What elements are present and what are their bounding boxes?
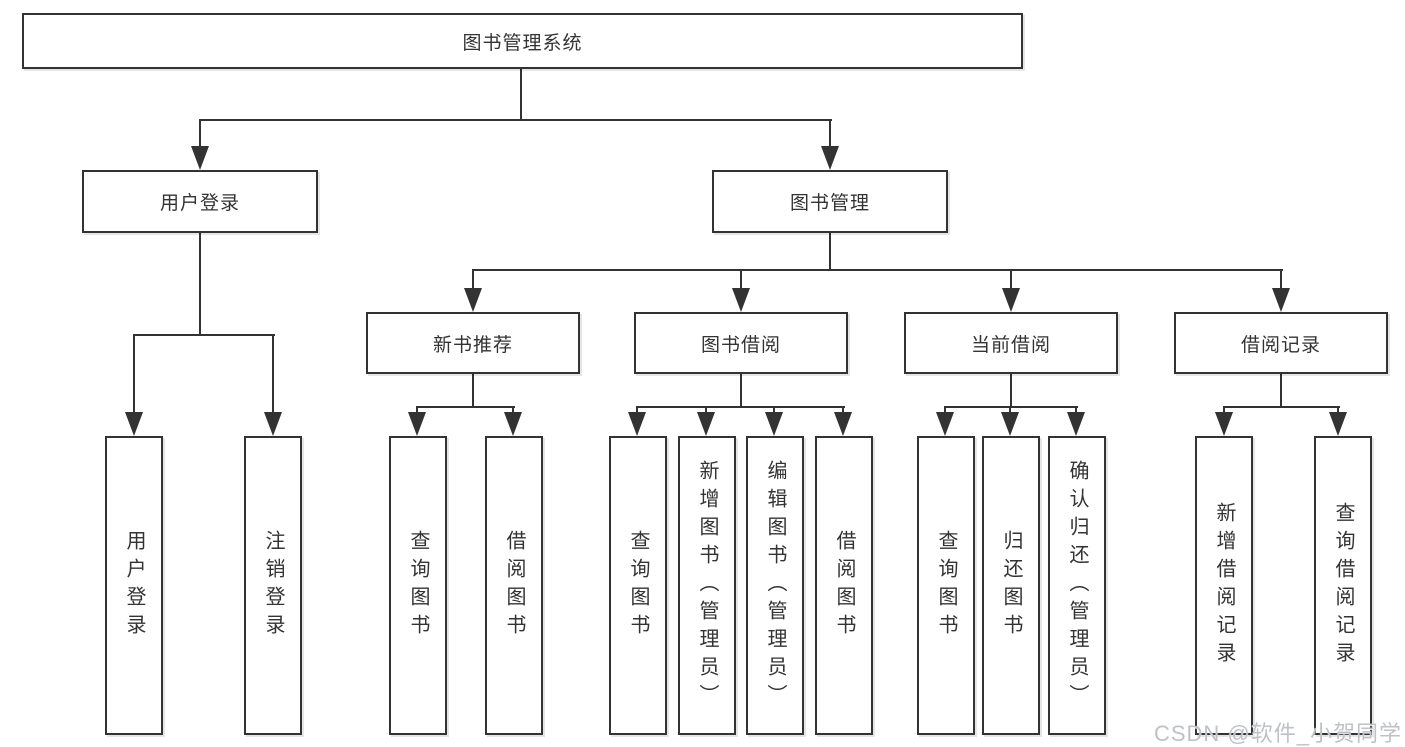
node-user-login: 用户登录 <box>82 170 318 233</box>
arrow-down-icon <box>732 288 750 312</box>
connector-user-login-stem <box>199 233 201 335</box>
leaf-label: 新增借阅记录 <box>1213 501 1235 670</box>
leaf-edit-books-admin: 编辑图书（管理员） <box>746 436 804 735</box>
leaf-logout: 注销登录 <box>244 436 302 735</box>
arrow-down-icon <box>264 412 282 436</box>
connector-book-mgmt-stem <box>829 233 831 271</box>
leaf-borrow-books: 借阅图书 <box>815 436 873 735</box>
arrow-down-icon <box>1272 288 1290 312</box>
connector-borrow-record-bar <box>1223 406 1340 408</box>
arrow-down-icon <box>1215 412 1233 436</box>
leaf-borrow-books-recommend: 借阅图书 <box>485 436 543 735</box>
connector-user-login-stub-2 <box>272 334 274 414</box>
leaf-label: 查询借阅记录 <box>1332 501 1354 670</box>
arrow-down-icon <box>821 146 839 170</box>
arrow-down-icon <box>628 412 646 436</box>
connector-current-borrow-stem <box>1010 373 1012 408</box>
node-book-management: 图书管理 <box>712 170 948 233</box>
leaf-label: 确认归还（管理员） <box>1066 459 1088 712</box>
connector-book-borrow-stem <box>740 373 742 408</box>
leaf-label: 用户登录 <box>123 529 145 642</box>
leaf-confirm-return-admin: 确认归还（管理员） <box>1048 436 1106 735</box>
node-current-borrow-label: 当前借阅 <box>970 334 1051 356</box>
leaf-query-books-current: 查询图书 <box>917 436 975 735</box>
connector-level3-bar <box>472 269 1283 271</box>
connector-borrow-record-stem <box>1280 373 1282 408</box>
connector-book-borrow-bar <box>637 406 845 408</box>
connector-level2-bar <box>199 119 832 121</box>
connector-leaf-stub <box>1223 406 1225 415</box>
node-current-borrow: 当前借阅 <box>904 312 1118 374</box>
connector-new-book-stem <box>472 373 474 408</box>
connector-level3-stub-4 <box>1280 269 1282 291</box>
arrow-down-icon <box>936 412 954 436</box>
node-new-book-recommend-label: 新书推荐 <box>432 334 513 356</box>
arrow-down-icon <box>125 412 143 436</box>
leaf-label: 查询图书 <box>935 529 957 642</box>
leaf-query-books-recommend: 查询图书 <box>389 436 447 735</box>
node-book-borrow-label: 图书借阅 <box>700 334 781 356</box>
leaf-return-books: 归还图书 <box>982 436 1040 735</box>
connector-current-borrow-bar <box>945 406 1078 408</box>
connector-root-stem <box>520 69 522 120</box>
node-borrow-record: 借阅记录 <box>1174 312 1388 374</box>
connector-leaf-stub <box>1009 406 1011 415</box>
connector-leaf-stub <box>842 406 844 415</box>
watermark: CSDN @软件_小贺同学 <box>1153 721 1402 746</box>
leaf-label: 编辑图书（管理员） <box>764 459 786 712</box>
connector-leaf-stub <box>512 406 514 415</box>
arrow-down-icon <box>1002 288 1020 312</box>
connector-leaf-stub <box>944 406 946 415</box>
connector-user-login-stub-1 <box>133 334 135 414</box>
arrow-down-icon <box>191 146 209 170</box>
node-root-label: 图书管理系统 <box>462 32 583 54</box>
leaf-label: 查询图书 <box>407 529 429 642</box>
arrow-down-icon <box>765 412 783 436</box>
connector-leaf-stub <box>416 406 418 415</box>
leaf-label: 归还图书 <box>1000 529 1022 642</box>
connector-user-login-bar <box>133 334 275 336</box>
connector-level2-stub-left <box>199 119 201 149</box>
arrow-down-icon <box>697 412 715 436</box>
node-borrow-record-label: 借阅记录 <box>1240 334 1321 356</box>
arrow-down-icon <box>1001 412 1019 436</box>
connector-new-book-bar <box>417 406 515 408</box>
leaf-label: 借阅图书 <box>833 529 855 642</box>
connector-level3-stub-1 <box>472 269 474 291</box>
leaf-label: 注销登录 <box>262 529 284 642</box>
leaf-query-borrow-record: 查询借阅记录 <box>1314 436 1372 735</box>
connector-leaf-stub <box>773 406 775 415</box>
leaf-label: 借阅图书 <box>503 529 525 642</box>
node-book-management-label: 图书管理 <box>789 193 870 214</box>
arrow-down-icon <box>464 288 482 312</box>
node-root: 图书管理系统 <box>22 13 1023 69</box>
arrow-down-icon <box>504 412 522 436</box>
connector-leaf-stub <box>705 406 707 415</box>
arrow-down-icon <box>1329 412 1347 436</box>
leaf-query-books-borrow: 查询图书 <box>609 436 667 735</box>
arrow-down-icon <box>834 412 852 436</box>
leaf-label: 新增图书（管理员） <box>696 459 718 712</box>
connector-level2-stub-right <box>829 119 831 149</box>
connector-level3-stub-3 <box>1010 269 1012 291</box>
leaf-add-books-admin: 新增图书（管理员） <box>678 436 736 735</box>
arrow-down-icon <box>408 412 426 436</box>
node-user-login-label: 用户登录 <box>159 193 240 214</box>
node-book-borrow: 图书借阅 <box>634 312 848 374</box>
connector-level3-stub-2 <box>740 269 742 291</box>
connector-leaf-stub <box>1337 406 1339 415</box>
connector-leaf-stub <box>636 406 638 415</box>
node-new-book-recommend: 新书推荐 <box>366 312 580 374</box>
leaf-add-borrow-record: 新增借阅记录 <box>1195 436 1253 735</box>
connector-leaf-stub <box>1075 406 1077 415</box>
leaf-user-login: 用户登录 <box>105 436 163 735</box>
leaf-label: 查询图书 <box>627 529 649 642</box>
arrow-down-icon <box>1067 412 1085 436</box>
